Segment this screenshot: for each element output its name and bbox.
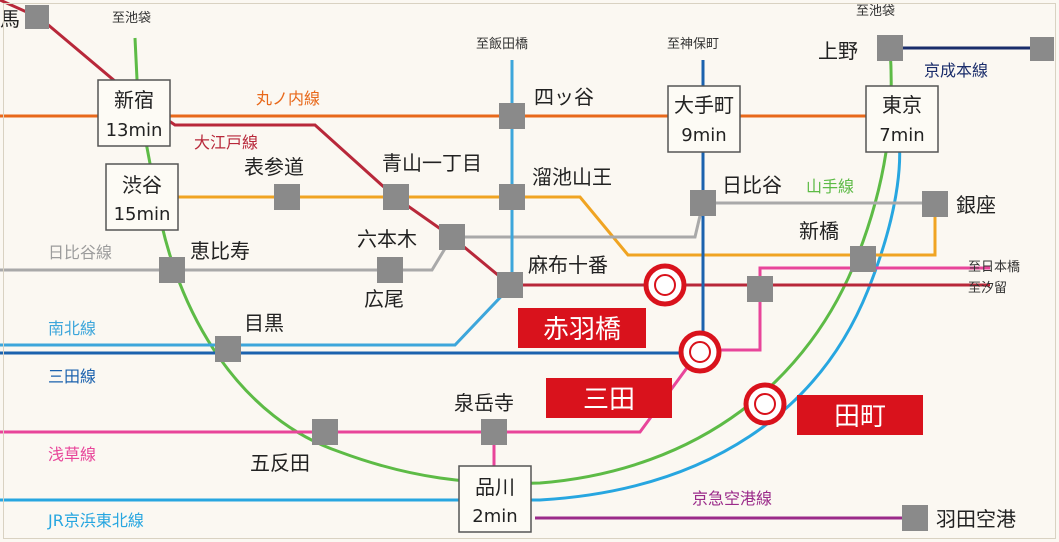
station-label-omotesando: 表参道 (244, 155, 304, 179)
svg-text:田町: 田町 (834, 402, 886, 432)
mita-marker (678, 330, 722, 374)
direction-shiodome: 至汐留 (968, 280, 1007, 296)
tokyo-time: 7min (879, 125, 924, 146)
direction-ikebukuro-right: 至池袋 (856, 4, 895, 19)
akabanebashi-marker (643, 263, 687, 307)
station-marker-ginza (922, 191, 948, 217)
shinagawa-name: 品川 (475, 475, 515, 499)
shibuya-box: 渋谷 15min (105, 163, 179, 231)
station-label-haneda: 羽田空港 (936, 507, 1016, 531)
station-marker-hibiya (690, 190, 716, 216)
line-label-mita: 三田線 (48, 367, 96, 386)
tamachi-marker (743, 382, 787, 426)
tokyo-box: 東京 7min (865, 85, 939, 153)
tamachi-marker-inner (754, 393, 776, 415)
station-marker-keisei-end (1030, 37, 1054, 61)
shibuya-name: 渋谷 (122, 173, 162, 197)
station-label-yotsuya: 四ッ谷 (534, 85, 594, 109)
station-marker-ueno (877, 35, 903, 61)
station-label-shimbashi: 新橋 (799, 219, 839, 243)
station-label-aoyama-itchome: 青山一丁目 (382, 151, 482, 175)
otemachi-time: 9min (681, 125, 726, 146)
station-label-roppongi: 六本木 (357, 227, 417, 251)
station-marker-shimbashi (850, 246, 876, 272)
station-label-tameike-sanno: 溜池山王 (532, 165, 612, 189)
svg-text:三田: 三田 (583, 385, 635, 415)
station-label-ginza: 銀座 (956, 193, 996, 217)
station-marker-aoyama-itchome (383, 184, 409, 210)
station-marker-hiroo (377, 257, 403, 283)
line-label-marunouchi: 丸ノ内線 (256, 89, 320, 108)
shinagawa-time: 2min (472, 506, 517, 527)
shinjuku-name: 新宿 (114, 88, 154, 112)
station-label-baba: 馬 (0, 7, 20, 31)
station-label-hibiya: 日比谷 (722, 173, 782, 197)
station-marker-asakusa-junction (747, 276, 773, 302)
station-marker-sengakuji (481, 419, 507, 445)
yamanote-line (133, 37, 893, 485)
station-marker-omotesando (274, 184, 300, 210)
station-label-azabu-juban: 麻布十番 (528, 253, 608, 277)
direction-ikebukuro-left: 至池袋 (112, 11, 151, 26)
line-label-keikyu: 京急空港線 (692, 489, 772, 508)
otemachi-name: 大手町 (674, 93, 734, 117)
direction-jimbocho: 至神保町 (667, 37, 719, 52)
station-marker-ebisu (159, 257, 185, 283)
akabanebashi-marker-inner (654, 274, 676, 296)
mita-marker-inner (689, 341, 711, 363)
station-marker-baba (25, 5, 49, 29)
station-label-ebisu: 恵比寿 (190, 239, 250, 263)
shinagawa-box: 品川 2min (458, 465, 532, 533)
asakusa-line (0, 266, 990, 434)
direction-nihombashi: 至日本橋 (968, 260, 1020, 275)
station-marker-roppongi (439, 224, 465, 250)
tamachi-label: 田町 (797, 395, 923, 435)
line-label-namboku: 南北線 (48, 319, 96, 338)
line-label-asakusa: 浅草線 (48, 445, 96, 464)
akabanebashi-label: 赤羽橋 (518, 308, 646, 348)
ginza-line (140, 195, 937, 257)
station-label-meguro: 目黒 (244, 311, 284, 335)
line-label-keihin-tohoku: JR京浜東北線 (47, 511, 144, 530)
station-marker-meguro (215, 336, 241, 362)
shinjuku-box: 新宿 13min (97, 79, 171, 147)
tokyo-name: 東京 (882, 93, 922, 117)
otemachi-box: 大手町 9min (667, 85, 741, 153)
station-label-gotanda: 五反田 (250, 451, 310, 475)
station-label-hiroo: 広尾 (364, 287, 404, 311)
svg-text:赤羽橋: 赤羽橋 (543, 315, 621, 345)
oedo-line (0, 0, 990, 287)
line-label-hibiya: 日比谷線 (48, 243, 112, 262)
line-label-keisei: 京成本線 (924, 61, 988, 80)
line-label-oedo: 大江戸線 (194, 133, 258, 152)
station-marker-yotsuya (499, 103, 525, 129)
station-marker-azabu-juban (497, 272, 523, 298)
station-marker-tameike-sanno (499, 184, 525, 210)
keihin-tohoku-line (0, 119, 902, 502)
direction-iidabashi: 至飯田橋 (476, 37, 528, 52)
station-label-ueno: 上野 (818, 39, 858, 63)
line-label-yamanote: 山手線 (806, 177, 854, 196)
shinjuku-time: 13min (106, 120, 163, 141)
station-label-sengakuji: 泉岳寺 (454, 391, 514, 415)
shibuya-time: 15min (114, 204, 171, 225)
station-marker-gotanda (312, 419, 338, 445)
mita-label: 三田 (546, 378, 672, 418)
station-marker-haneda (902, 505, 928, 531)
